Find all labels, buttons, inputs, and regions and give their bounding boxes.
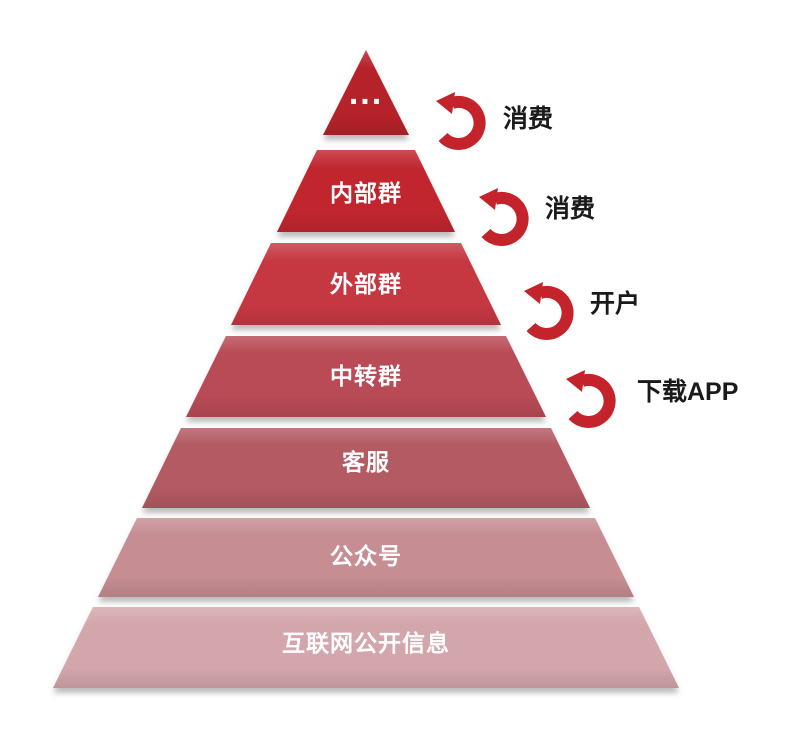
arrow-label: 开户 (590, 289, 640, 318)
cycle-arrow-icon (566, 370, 610, 422)
pyramid-level-label: 外部群 (330, 271, 402, 297)
pyramid-level-shade (231, 243, 501, 325)
pyramid-level-labels: ... 内部群 外部群 中转群 客服 公众号 互联网公开信息 (282, 74, 450, 656)
cycle-arrow-icon (524, 282, 568, 334)
cycle-arrow-labels: 消费 消费 开户 下载APP (503, 105, 738, 406)
cycle-arrow-icon (436, 92, 480, 144)
pyramid-level-label: 客服 (342, 449, 390, 475)
pyramid-level-shade (53, 607, 679, 688)
pyramid-level-shade (186, 336, 546, 417)
pyramid-levels (53, 50, 679, 688)
pyramid-level-shade (277, 150, 455, 232)
arrow-label: 下载APP (637, 378, 738, 406)
pyramid-level-shade (98, 518, 634, 597)
pyramid-level-label: 内部群 (330, 180, 402, 206)
arrow-label: 消费 (503, 105, 553, 133)
pyramid-level-shade (323, 50, 409, 135)
arrow-label: 消费 (545, 195, 595, 223)
pyramid-level-label: 公众号 (330, 543, 402, 569)
pyramid-level-shade (142, 428, 590, 508)
cycle-arrow-icon (479, 188, 523, 240)
pyramid-level-label-top: ... (349, 74, 383, 112)
pyramid-level-label: 互联网公开信息 (282, 630, 450, 656)
pyramid-level-label: 中转群 (330, 363, 402, 389)
